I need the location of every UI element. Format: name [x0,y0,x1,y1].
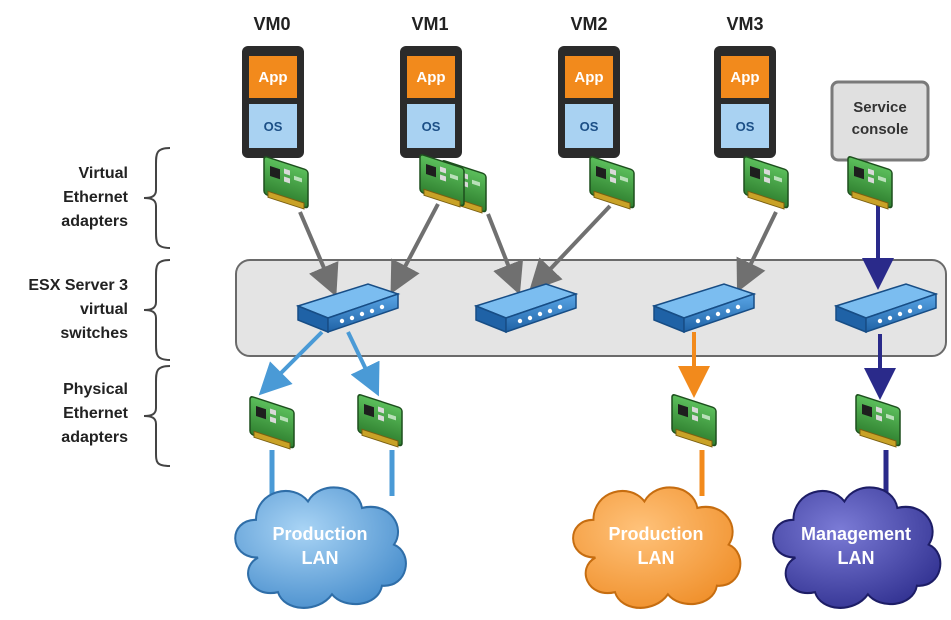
service-console-line1: Service [853,99,906,116]
physical-adapters-label-group: Physical Ethernet adapters [61,365,171,467]
vm0-app-block [249,56,297,98]
vm0-virtual-nic-icon [263,155,309,210]
physical-nic-3-icon [671,393,717,448]
switches-label-line3: switches [60,325,128,342]
switches-brace [143,259,171,361]
arrow-vm0-to-switch1 [298,211,339,297]
vm3-box: App OS [714,46,776,158]
arrow-switch1-to-pnic1 [258,330,324,396]
vm3-app-block [721,56,769,98]
cloud3-line1: Management [801,524,911,544]
arrow-vm1a-to-switch1 [390,203,440,295]
arrow-switch1-to-pnic2 [346,331,380,397]
vm2-app-block [565,56,613,98]
vm2-os-label: OS [580,119,599,134]
vm2-os-block [565,104,613,148]
vm0-os-label: OS [264,119,283,134]
physical-nic-1-icon [249,395,295,450]
physical-adapters-label-line1: Physical [63,381,128,398]
switches-label-line1: ESX Server 3 [28,277,128,294]
switches-label-group: ESX Server 3 virtual switches [28,259,171,361]
physical-adapters-label-line3: adapters [61,429,128,446]
vm0-title: VM0 [253,14,290,34]
cloud2-line1: Production [609,524,704,544]
virtual-adapters-label-line2: Ethernet [63,189,129,206]
vm0-app-label: App [258,69,287,86]
vm1-box: App OS [400,46,462,158]
vm0-box: App OS [242,46,304,158]
console-virtual-nic-icon [847,155,893,210]
vm1-app-label: App [416,69,445,86]
vm1-os-block [407,104,455,148]
vm3-title: VM3 [726,14,763,34]
service-console-box: Service console [830,80,930,162]
cloud1-line1: Production [273,524,368,544]
vm0-os-block [249,104,297,148]
virtual-adapters-brace [143,147,171,249]
arrow-vm2-to-switch2 [529,204,612,292]
virtual-adapters-label-line3: adapters [61,213,128,230]
vm1-os-label: OS [422,119,441,134]
vm2-app-label: App [574,69,603,86]
vm3-virtual-nic-icon [743,155,789,210]
vm1-title: VM1 [411,14,448,34]
physical-nic-2-icon [357,393,403,448]
switches-label-line2: virtual [80,301,128,318]
vm1-app-block [407,56,455,98]
virtual-adapters-label-group: Virtual Ethernet adapters [61,147,171,249]
vm2-box: App OS [558,46,620,158]
vm3-app-label: App [730,69,759,86]
physical-nic-4-icon [855,393,901,448]
vm2-virtual-nic-icon [589,155,635,210]
arrow-vm1b-to-switch2 [486,213,524,295]
cloud2-line2: LAN [638,548,675,568]
physical-adapters-label-line2: Ethernet [63,405,129,422]
arrow-vm3-to-switch3 [736,211,778,293]
cloud3-line2: LAN [838,548,875,568]
vm3-os-label: OS [736,119,755,134]
physical-adapters-brace [143,365,171,467]
vm1-virtual-nic-icon-front [419,153,465,208]
vm3-os-block [721,104,769,148]
virtual-adapters-label-line1: Virtual [79,165,129,182]
vm2-title: VM2 [570,14,607,34]
service-console-line2: console [852,121,909,138]
cloud1-line2: LAN [302,548,339,568]
